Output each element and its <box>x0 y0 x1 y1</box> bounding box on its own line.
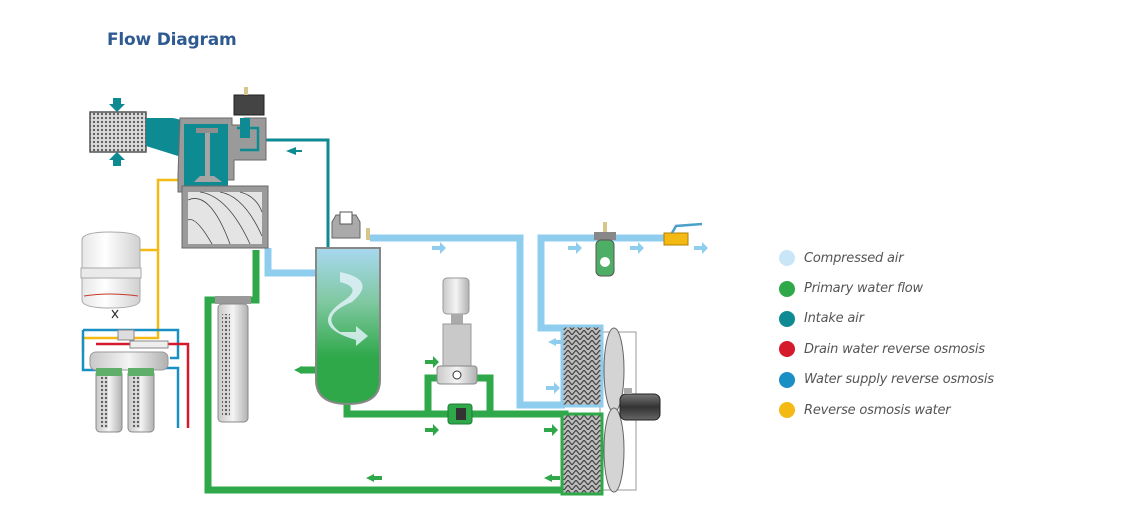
screw-element <box>181 185 269 249</box>
arrow-right-icon <box>425 356 439 368</box>
arrow-down-icon <box>109 98 125 112</box>
legend-label: Compressed air <box>804 250 904 266</box>
arrow-right-icon <box>425 424 439 436</box>
legend-item-primary-water-flow: Primary water flow <box>779 273 994 303</box>
check-valve <box>447 403 473 425</box>
legend-item-intake-air: Intake air <box>779 304 994 334</box>
legend-swatch <box>779 341 795 358</box>
air-line-element-to-vessel <box>264 248 318 277</box>
compressed-air-arrows <box>432 242 708 394</box>
legend-label: Water supply reverse osmosis <box>804 372 994 388</box>
water-arrows <box>294 356 560 482</box>
ro-storage-tank <box>80 231 142 319</box>
water-filter <box>215 296 251 423</box>
outlet-ball-valve <box>663 222 703 246</box>
intake-air-lines <box>258 138 330 248</box>
legend-label: Primary water flow <box>804 281 923 297</box>
legend-swatch <box>779 280 795 297</box>
solenoid-valve <box>233 87 265 152</box>
drain-water-ro-lines <box>96 342 190 428</box>
legend-item-drain-water-ro: Drain water reverse osmosis <box>779 334 994 364</box>
legend-label: Drain water reverse osmosis <box>804 341 985 357</box>
arrow-right-icon <box>694 242 708 254</box>
compressed-air-lines <box>264 234 668 409</box>
legend-item-ro-water: Reverse osmosis water <box>779 395 994 425</box>
arrow-right-icon <box>546 382 560 394</box>
arrow-left-icon <box>366 474 382 482</box>
ro-unit <box>89 329 169 433</box>
arrow-right-icon <box>630 242 644 254</box>
water-pump <box>436 277 478 385</box>
cooling-fan <box>603 327 661 493</box>
arrow-left-icon <box>294 366 310 374</box>
legend-swatch <box>779 250 795 267</box>
page-title: Flow Diagram <box>107 30 237 50</box>
legend-label: Reverse osmosis water <box>804 402 951 418</box>
minimum-pressure-valve <box>331 211 370 240</box>
legend-item-water-supply-ro: Water supply reverse osmosis <box>779 365 994 395</box>
legend-swatch <box>779 310 795 327</box>
arrow-left-icon <box>548 338 562 346</box>
arrow-right-icon <box>432 242 446 254</box>
legend-swatch <box>779 402 795 419</box>
legend-swatch <box>779 371 795 388</box>
air-line-cooler-to-outlet <box>537 234 600 332</box>
outlet-filter <box>594 222 616 277</box>
arrow-right-icon <box>544 424 558 436</box>
water-return-line <box>204 250 565 494</box>
legend-label: Intake air <box>804 311 864 327</box>
legend-item-compressed-air: Compressed air <box>779 243 994 273</box>
primary-water-lines <box>204 250 569 494</box>
arrow-left-icon <box>286 147 302 155</box>
air-line-vessel-to-cooler <box>370 234 565 409</box>
arrow-right-icon <box>568 242 582 254</box>
legend: Compressed air Primary water flow Intake… <box>779 243 994 425</box>
arrow-up-icon <box>109 152 125 166</box>
arrow-left-icon <box>544 474 560 482</box>
separator-vessel <box>315 247 381 406</box>
